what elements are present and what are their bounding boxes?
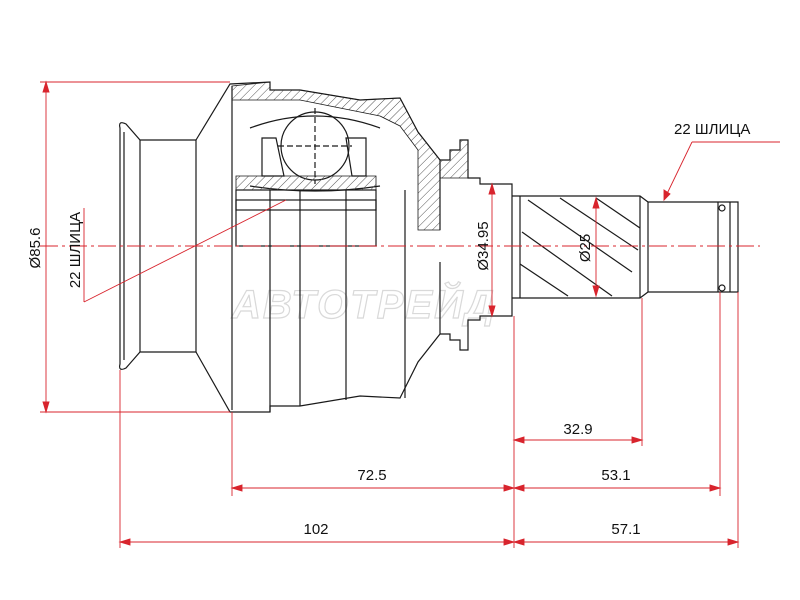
cv-joint-outline: [119, 81, 739, 413]
inner-splines-label: 22 ШЛИЦА: [674, 121, 750, 138]
shaft-length-label: 53.1: [601, 467, 630, 484]
housing-left-bottom: [195, 262, 441, 413]
dimension-lines: [40, 80, 780, 548]
body-length-label: 72.5: [357, 467, 386, 484]
stub-diameter-label: Ø34.95: [475, 221, 492, 270]
overall-shaft-length-label: 57.1: [611, 521, 640, 538]
overall-body-length-label: 102: [303, 521, 328, 538]
outer-diameter-label: Ø85.6: [27, 228, 44, 269]
outer-splines-label: 22 ШЛИЦА: [67, 212, 84, 288]
shaft-diameter-label: Ø25: [577, 234, 594, 262]
hatched-sections: [231, 81, 469, 231]
shaft: [512, 195, 739, 299]
inner-race: [235, 199, 377, 247]
shaft-spline-length-label: 32.9: [563, 421, 592, 438]
watermark-text: АВТОТРЕЙД: [231, 280, 496, 327]
